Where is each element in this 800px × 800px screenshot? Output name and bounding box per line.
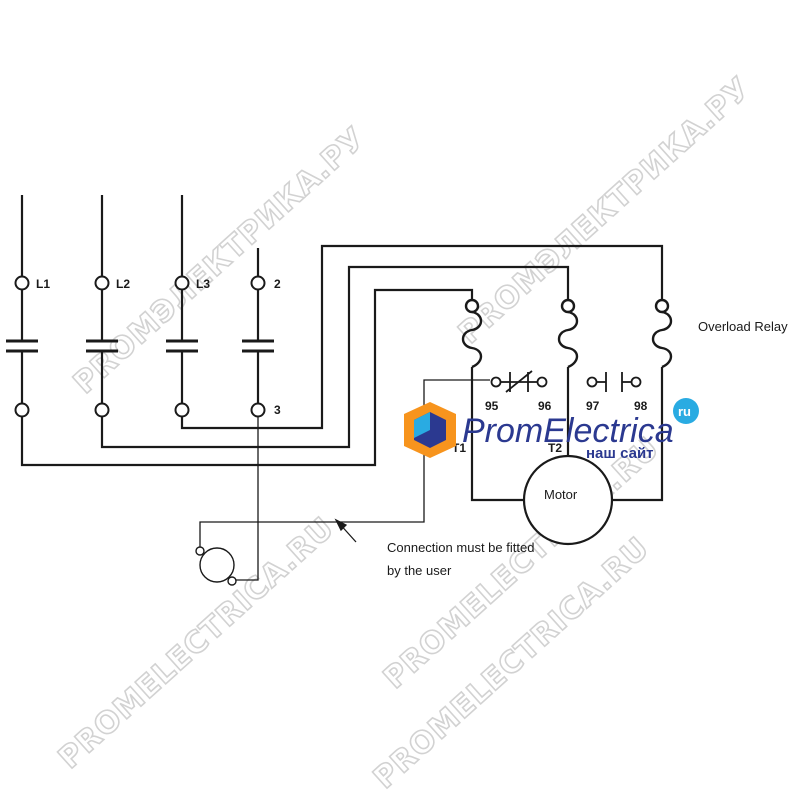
- promelectrica-logo: PromElectrica ru наш сайт: [404, 398, 699, 462]
- label-t2: T2: [548, 441, 562, 455]
- label-95: 95: [485, 399, 499, 413]
- aux-contacts: [490, 370, 642, 393]
- label-97: 97: [586, 399, 600, 413]
- t1-motor-wire: [470, 367, 525, 502]
- logo-tagline: наш сайт: [586, 445, 654, 462]
- user-wire-to-95: [199, 379, 490, 548]
- l1-top-terminal: [14, 275, 30, 291]
- coil-body: [199, 547, 235, 583]
- l3-bottom-terminal: [174, 402, 190, 418]
- terminal-3: [250, 402, 266, 418]
- wires: [20, 195, 664, 502]
- coil-terminal-right: [227, 576, 237, 586]
- heater-element-2: [557, 298, 579, 369]
- l2-top-terminal: [94, 275, 110, 291]
- l3-top-terminal: [174, 275, 190, 291]
- terminal-2: [250, 275, 266, 291]
- annotation-line-1: Connection must be fitted: [387, 540, 534, 555]
- logo-ru-text: ru: [678, 404, 691, 419]
- label-terminal-2: 2: [274, 277, 281, 291]
- user-wires: [199, 379, 490, 581]
- l2-load-wire: [100, 265, 570, 449]
- logo-mark-icon: [404, 402, 456, 458]
- label-l3: L3: [196, 277, 210, 291]
- overload-relay-label: Overload Relay: [698, 319, 788, 334]
- heater-element-1: [461, 298, 483, 369]
- contact-plates: [6, 339, 274, 353]
- l1-load-wire: [20, 288, 474, 467]
- motor-label: Motor: [544, 487, 578, 502]
- l2-bottom-terminal: [94, 402, 110, 418]
- logo-wordmark: PromElectrica: [462, 412, 674, 450]
- motor-symbol: [522, 454, 614, 546]
- terminal-96: [536, 376, 548, 388]
- terminal-98: [630, 376, 642, 388]
- heater-element-3: [651, 298, 673, 369]
- user-wire-to-coil-right: [236, 417, 259, 581]
- l1-bottom-terminal: [14, 402, 30, 418]
- annotation-line-2: by the user: [387, 563, 452, 578]
- terminal-97: [586, 376, 598, 388]
- label-l2: L2: [116, 277, 130, 291]
- coil-terminal-left: [195, 546, 205, 556]
- t3-motor-wire: [612, 367, 664, 502]
- label-96: 96: [538, 399, 552, 413]
- coil-symbol: [195, 546, 237, 586]
- watermark-upper-right: PROMЭЛЕКТРИКА.РУ: [452, 71, 758, 351]
- annotation-arrow-head: [334, 518, 348, 532]
- logo-ru-badge-icon: [673, 398, 699, 424]
- watermark-upper-left: PROMЭЛЕКТРИКА.РУ: [67, 121, 373, 401]
- terminal-95: [490, 376, 502, 388]
- overload-heaters: [461, 298, 673, 369]
- label-l1: L1: [36, 277, 50, 291]
- label-terminal-3: 3: [274, 403, 281, 417]
- nc-contact-slash: [505, 370, 533, 393]
- l3-load-wire: [180, 244, 664, 430]
- main-contactors: [14, 275, 266, 418]
- label-98: 98: [634, 399, 648, 413]
